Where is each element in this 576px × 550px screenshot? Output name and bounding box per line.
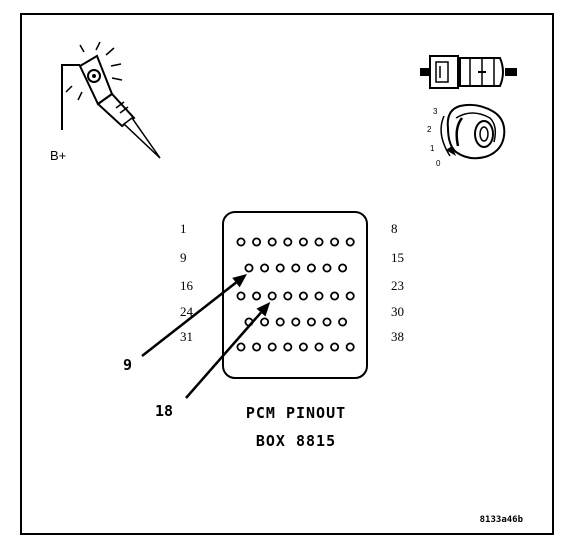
row-start-label: 1 xyxy=(180,221,187,236)
pin-2 xyxy=(252,237,262,247)
pin-38 xyxy=(345,342,355,352)
pin-36 xyxy=(314,342,324,352)
row-start-label: 31 xyxy=(180,329,193,344)
callout-label: 18 xyxy=(155,402,173,420)
ignition-position-label: 3 xyxy=(433,107,438,116)
pin-28 xyxy=(306,317,316,327)
pin-27 xyxy=(291,317,301,327)
pin-15 xyxy=(338,263,348,273)
supply-label: B+ xyxy=(50,148,66,163)
pin-33 xyxy=(267,342,277,352)
callout-arrowhead xyxy=(232,274,247,288)
ignition-position-label: 1 xyxy=(430,144,435,153)
row-end-label: 30 xyxy=(391,304,404,319)
pin-8 xyxy=(345,237,355,247)
row-start-label: 16 xyxy=(180,278,194,293)
pin-11 xyxy=(275,263,285,273)
pin-32 xyxy=(252,342,262,352)
test-light-icon xyxy=(61,41,161,159)
ignition-positions: 32 10 xyxy=(427,107,441,168)
callout-arrowhead xyxy=(256,302,271,317)
diagram-title-line2: BOX 8815 xyxy=(256,432,336,450)
pin-29 xyxy=(322,317,332,327)
pin-31 xyxy=(236,342,246,352)
pin-3 xyxy=(267,237,277,247)
figure-code: 8133a46b xyxy=(480,515,524,525)
callout-arrow-line xyxy=(185,311,262,399)
pin-5 xyxy=(298,237,308,247)
pin-35 xyxy=(298,342,308,352)
pin-26 xyxy=(275,317,285,327)
pin-18 xyxy=(267,291,277,301)
callout-arrow-line xyxy=(141,281,237,357)
connector-icon xyxy=(420,55,517,89)
pin-7 xyxy=(330,237,340,247)
pin-1 xyxy=(236,237,246,247)
pin-25 xyxy=(260,317,270,327)
row-end-label: 8 xyxy=(391,221,398,236)
pin-13 xyxy=(306,263,316,273)
pin-23 xyxy=(345,291,355,301)
pin-37 xyxy=(330,342,340,352)
pin-17 xyxy=(252,291,262,301)
pin-row-labels: 1 8 9 15 16 23 24 30 31 38 xyxy=(180,221,404,344)
row-end-label: 38 xyxy=(391,329,404,344)
row-start-label: 24 xyxy=(180,304,194,319)
pin-14 xyxy=(322,263,332,273)
diagram-border xyxy=(20,13,554,535)
pin-19 xyxy=(283,291,293,301)
pinout-box xyxy=(222,211,368,379)
callout-arrows: 9 18 xyxy=(123,274,271,420)
pin-16 xyxy=(236,291,246,301)
pin-9 xyxy=(244,263,254,273)
row-end-label: 23 xyxy=(391,278,404,293)
pin-grid xyxy=(236,237,355,352)
pin-6 xyxy=(314,237,324,247)
pin-30 xyxy=(338,317,348,327)
pin-22 xyxy=(330,291,340,301)
row-start-label: 9 xyxy=(180,250,187,265)
callout-label: 9 xyxy=(123,356,132,374)
pin-21 xyxy=(314,291,324,301)
pin-10 xyxy=(260,263,270,273)
ignition-position-label: 0 xyxy=(436,159,441,168)
pin-34 xyxy=(283,342,293,352)
pin-12 xyxy=(291,263,301,273)
pin-4 xyxy=(283,237,293,247)
ignition-position-label: 2 xyxy=(427,125,432,134)
ignition-key-icon xyxy=(440,103,506,160)
pin-20 xyxy=(298,291,308,301)
diagram-title-line1: PCM PINOUT xyxy=(246,404,346,422)
row-end-label: 15 xyxy=(391,250,404,265)
